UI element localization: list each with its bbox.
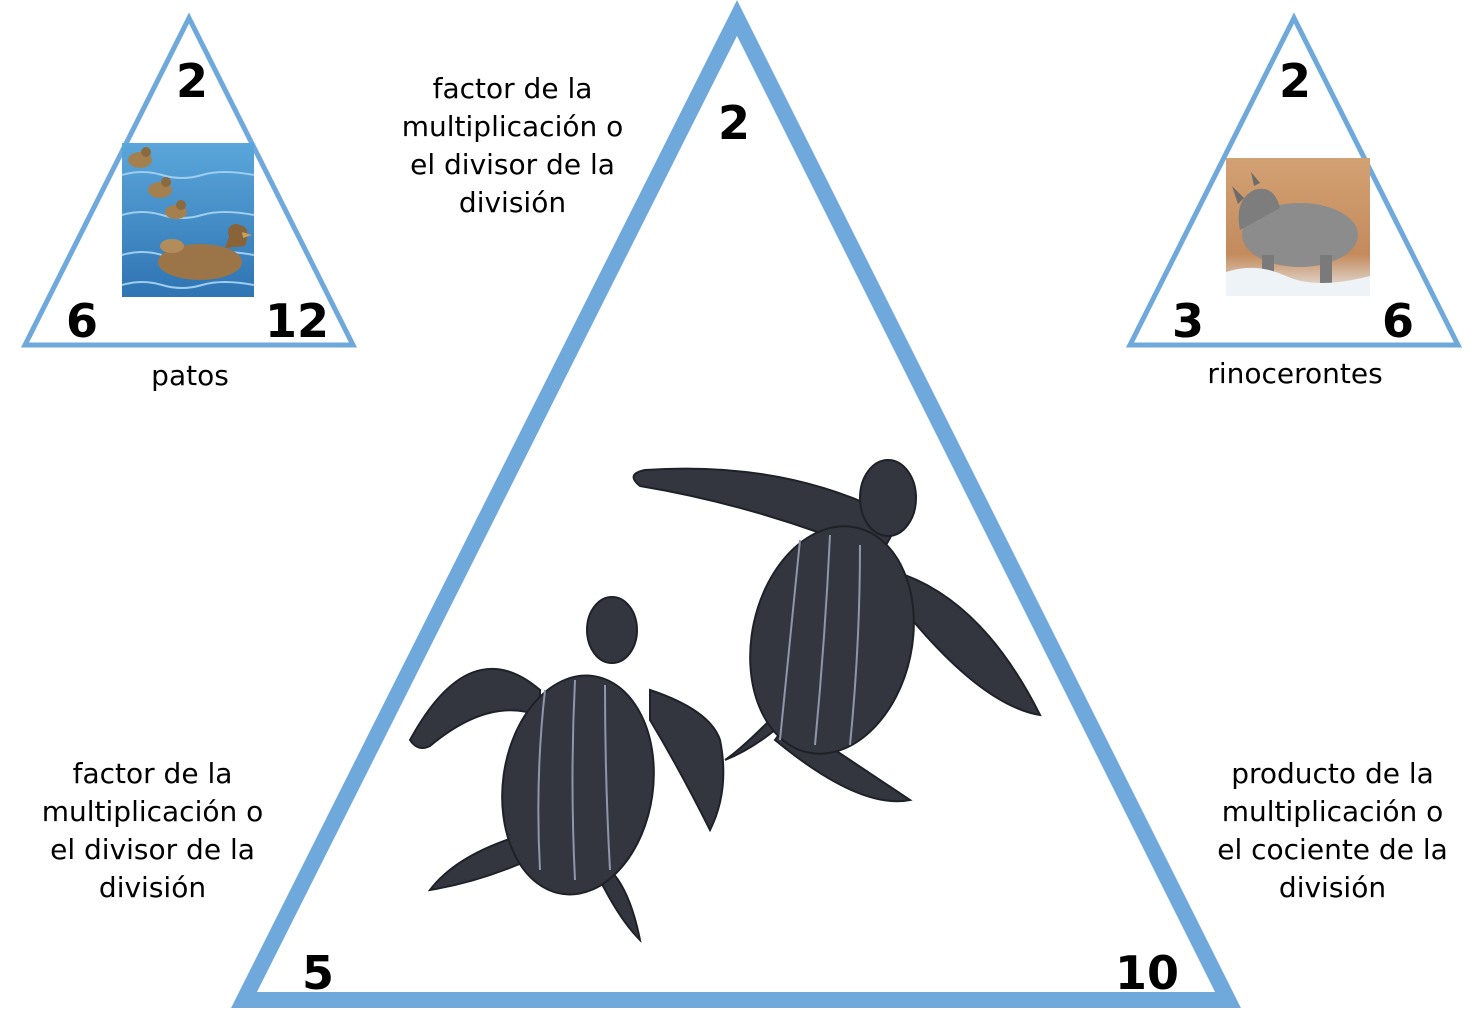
left-description-line: división [15, 869, 290, 907]
big-triangle-bottom-right-number: 10 [1115, 950, 1179, 996]
turtles-image [410, 460, 1040, 940]
right-triangle-label: rinocerontes [1175, 360, 1415, 388]
left-description-line: el divisor de la [15, 831, 290, 869]
big-triangle-bottom-left-number: 5 [302, 950, 334, 996]
right-description: producto de la multiplicación o el cocie… [1190, 755, 1475, 907]
right-description-line: división [1190, 869, 1475, 907]
right-triangle-bottom-left-number: 3 [1172, 298, 1204, 344]
left-description: factor de la multiplicación o el divisor… [15, 755, 290, 907]
left-description-line: factor de la [15, 755, 290, 793]
left-description-line: multiplicación o [15, 793, 290, 831]
rhinoceros-image [1226, 158, 1370, 296]
left-triangle-bottom-right-number: 12 [265, 298, 329, 344]
top-description-line: el divisor de la [375, 146, 650, 184]
left-triangle-top-number: 2 [176, 58, 208, 104]
right-description-line: el cociente de la [1190, 831, 1475, 869]
top-description-line: multiplicación o [375, 108, 650, 146]
ducks-image [122, 143, 254, 297]
left-triangle-bottom-left-number: 6 [66, 298, 98, 344]
top-description-line: factor de la [375, 70, 650, 108]
left-triangle-label: patos [120, 362, 260, 390]
top-description: factor de la multiplicación o el divisor… [375, 70, 650, 222]
right-description-line: producto de la [1190, 755, 1475, 793]
right-triangle-top-number: 2 [1279, 58, 1311, 104]
top-description-line: división [375, 184, 650, 222]
right-triangle-bottom-right-number: 6 [1382, 298, 1414, 344]
big-triangle-top-number: 2 [718, 100, 750, 146]
right-description-line: multiplicación o [1190, 793, 1475, 831]
